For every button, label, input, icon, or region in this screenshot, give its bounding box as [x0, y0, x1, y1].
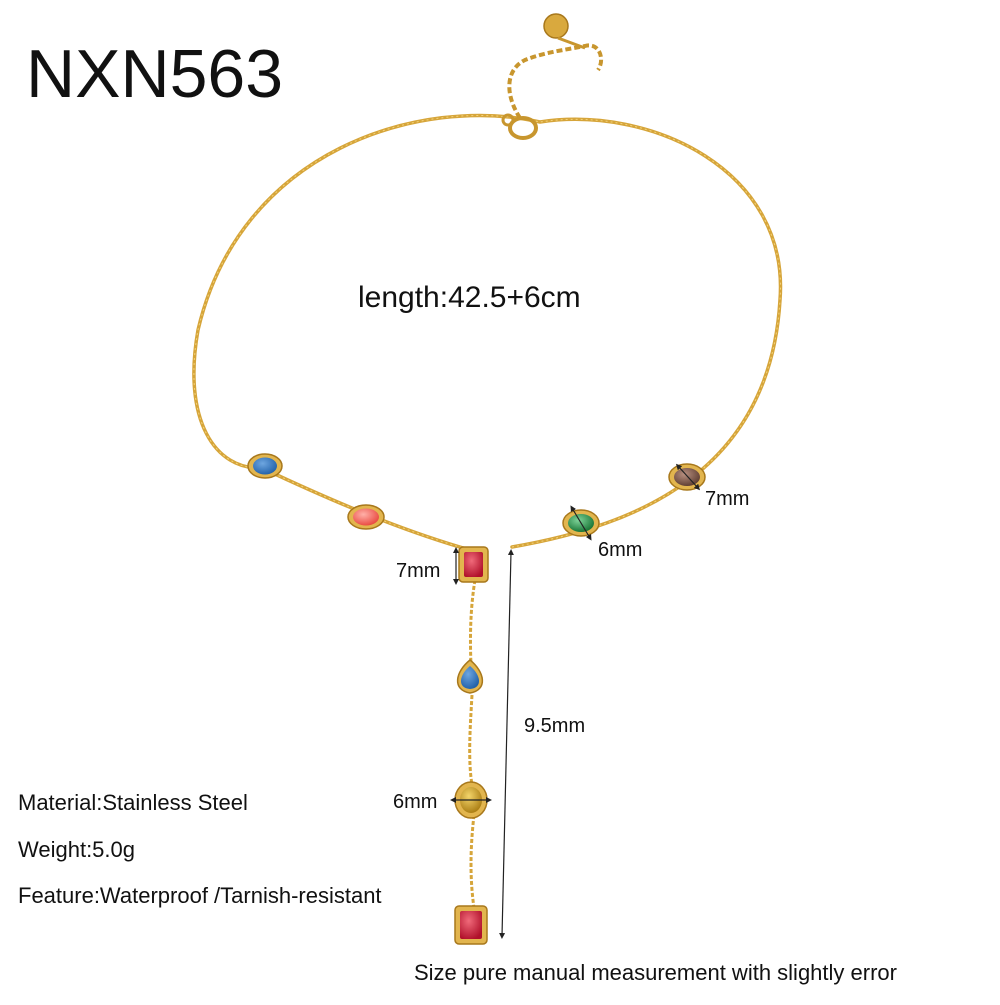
dimension-drop-length: 9.5mm	[524, 715, 586, 737]
dimension-top-pendant: 7mm	[396, 560, 441, 582]
gem-red-top-pendant	[458, 546, 489, 583]
material-spec: Material:Stainless Steel	[18, 790, 248, 815]
gem-blue-left	[247, 453, 283, 479]
gem-smoky-right	[668, 463, 706, 491]
length-label: length:42.5+6cm	[358, 281, 581, 314]
feature-spec: Feature:Waterproof /Tarnish-resistant	[18, 883, 382, 908]
tag-charm-icon	[543, 13, 569, 39]
gem-coral-left	[347, 504, 385, 530]
dimension-yellow-gem: 6mm	[393, 791, 438, 813]
measurement-note: Size pure manual measurement with slight…	[414, 960, 897, 985]
drop-chain	[468, 579, 477, 909]
lobster-clasp-icon	[501, 113, 538, 140]
gem-blue-drop	[456, 659, 484, 694]
product-code: NXN563	[26, 36, 284, 112]
dimension-green-gem: 6mm	[598, 539, 643, 561]
gem-red-bottom-pendant	[454, 905, 488, 945]
measure-arrows	[450, 463, 701, 939]
weight-spec: Weight:5.0g	[18, 837, 136, 862]
dimension-right-gem: 7mm	[705, 488, 750, 510]
extender-chain	[507, 13, 604, 120]
